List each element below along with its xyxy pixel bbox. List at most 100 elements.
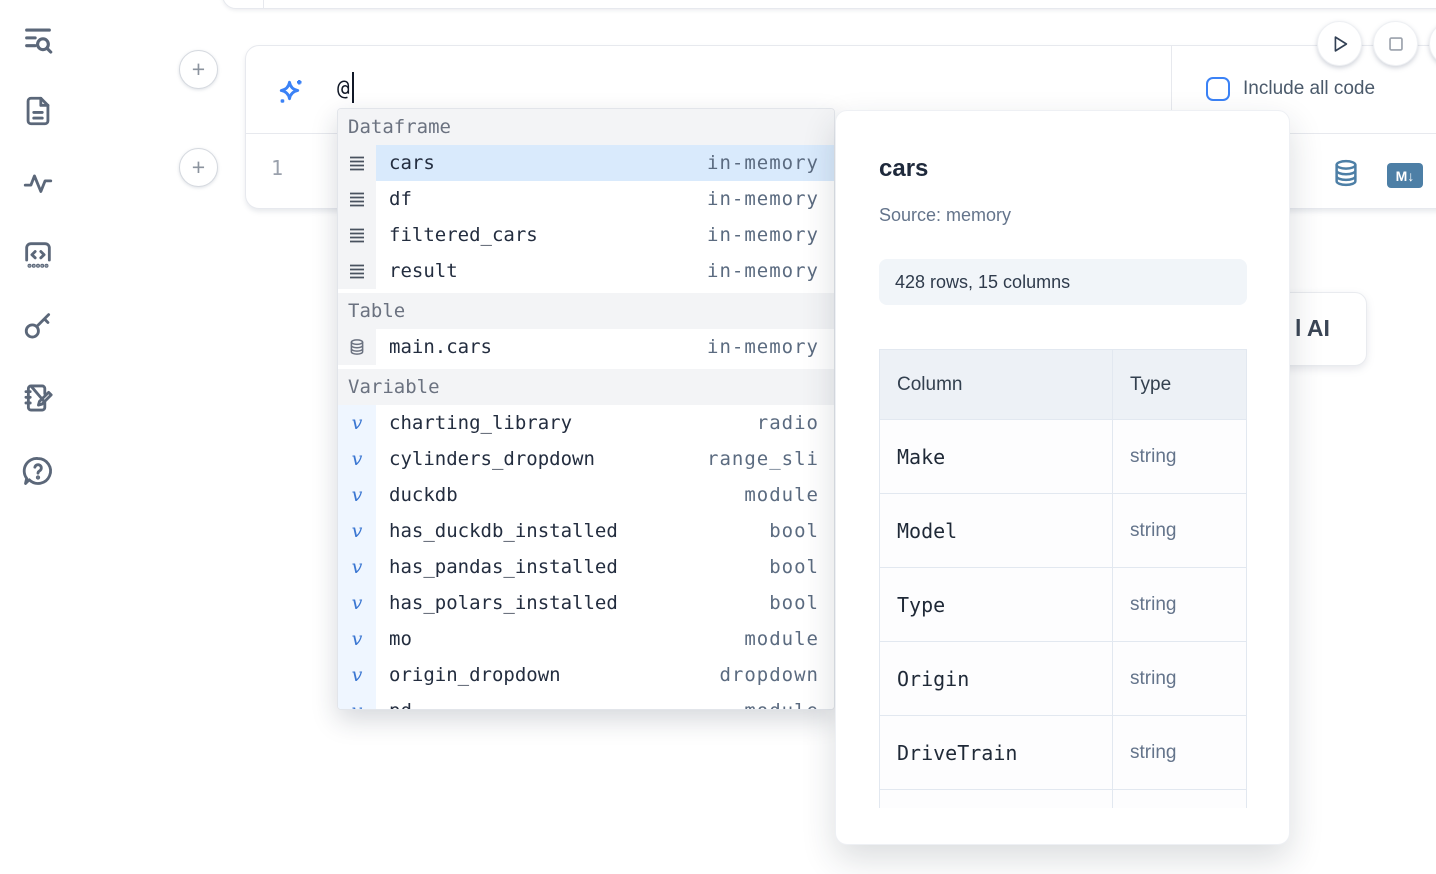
notebook-pen-icon[interactable] <box>18 378 58 418</box>
variable-icon: v <box>338 657 376 693</box>
variable-icon: v <box>338 405 376 441</box>
autocomplete-item-name: has_polars_installed <box>389 592 618 614</box>
variable-icon: v <box>338 693 376 709</box>
autocomplete-item-type: in-memory <box>707 336 819 358</box>
autocomplete-item-type: module <box>744 700 819 709</box>
autocomplete-item-type: module <box>744 628 819 650</box>
variable-icon: v <box>338 441 376 477</box>
schema-column-name: Make <box>879 419 1113 494</box>
autocomplete-item-cars[interactable]: cars in-memory <box>338 145 834 181</box>
schema-column-name <box>879 789 1113 808</box>
dataframe-icon <box>338 145 376 181</box>
schema-column-type: string <box>1112 567 1247 642</box>
autocomplete-item-has_duckdb_installed[interactable]: v has_duckdb_installed bool <box>338 513 834 549</box>
autocomplete-item-name: main.cars <box>389 336 492 358</box>
schema-column-name: Model <box>879 493 1113 568</box>
autocomplete-item-name: duckdb <box>389 484 458 506</box>
table-icon <box>338 329 376 365</box>
dataframe-preview-panel: cars Source: memory 428 rows, 15 columns… <box>835 110 1290 845</box>
autocomplete-item-name: origin_dropdown <box>389 664 561 686</box>
schema-column-name: DriveTrain <box>879 715 1113 790</box>
markdown-convert-icon[interactable]: M↓ <box>1387 163 1423 188</box>
activity-icon[interactable] <box>18 163 58 203</box>
autocomplete-item-type: in-memory <box>707 260 819 282</box>
schema-row <box>879 789 1247 808</box>
key-icon[interactable] <box>18 306 58 346</box>
autocomplete-item-result[interactable]: result in-memory <box>338 253 834 289</box>
dataframe-icon <box>338 181 376 217</box>
code-editor-row[interactable]: 1 M↓ <box>246 134 1436 209</box>
code-cell-icon[interactable] <box>18 235 58 275</box>
autocomplete-item-pd[interactable]: v pd module <box>338 693 834 709</box>
include-all-code-label: Include all code <box>1243 78 1376 99</box>
autocomplete-item-charting_library[interactable]: v charting_library radio <box>338 405 834 441</box>
prompt-divider <box>1171 46 1172 134</box>
ai-sparkle-icon <box>273 74 309 115</box>
autocomplete-item-main.cars[interactable]: main.cars in-memory <box>338 329 834 365</box>
ai-prompt-input[interactable]: @ <box>337 76 350 100</box>
autocomplete-item-has_polars_installed[interactable]: v has_polars_installed bool <box>338 585 834 621</box>
variable-icon: v <box>338 585 376 621</box>
dataframe-icon <box>338 217 376 253</box>
add-cell-below-button[interactable]: + <box>179 148 218 187</box>
variable-icon: v <box>338 513 376 549</box>
database-convert-icon[interactable] <box>1331 158 1361 193</box>
schema-column-type: string <box>1112 493 1247 568</box>
schema-column-name: Origin <box>879 641 1113 716</box>
autocomplete-item-name: df <box>389 188 412 210</box>
preview-title: cars <box>879 155 929 182</box>
schema-header-type: Type <box>1112 349 1247 420</box>
autocomplete-item-type: in-memory <box>707 152 819 174</box>
autocomplete-item-name: result <box>389 260 458 282</box>
autocomplete-item-name: charting_library <box>389 412 573 434</box>
help-chat-icon[interactable] <box>18 451 58 491</box>
autocomplete-item-name: cylinders_dropdown <box>389 448 595 470</box>
autocomplete-item-name: has_duckdb_installed <box>389 520 618 542</box>
autocomplete-section-header: Dataframe <box>338 109 834 145</box>
autocomplete-item-name: filtered_cars <box>389 224 538 246</box>
autocomplete-item-type: radio <box>756 412 819 434</box>
dataframe-icon <box>338 253 376 289</box>
autocomplete-item-name: mo <box>389 628 412 650</box>
text-cursor <box>352 72 354 103</box>
autocomplete-item-name: pd <box>389 700 412 709</box>
autocomplete-item-name: cars <box>389 152 435 174</box>
schema-column-type <box>1112 789 1247 808</box>
autocomplete-item-type: dropdown <box>719 664 819 686</box>
preview-source: Source: memory <box>879 205 1012 225</box>
previous-cell-edge <box>222 0 1436 9</box>
autocomplete-section-header: Variable <box>338 369 834 405</box>
list-search-icon[interactable] <box>18 20 58 60</box>
previous-cell-gutter-divider <box>263 0 264 8</box>
add-cell-above-button[interactable]: + <box>179 50 218 89</box>
schema-column-type: string <box>1112 715 1247 790</box>
variable-icon: v <box>338 621 376 657</box>
include-all-code-checkbox[interactable] <box>1206 77 1230 101</box>
run-cell-button[interactable] <box>1317 21 1362 66</box>
autocomplete-item-origin_dropdown[interactable]: v origin_dropdown dropdown <box>338 657 834 693</box>
autocomplete-item-type: bool <box>769 592 819 614</box>
schema-header-column: Column <box>879 349 1113 420</box>
autocomplete-item-type: bool <box>769 520 819 542</box>
schema-column-type: string <box>1112 419 1247 494</box>
sidebar <box>14 0 62 874</box>
variable-icon: v <box>338 549 376 585</box>
line-number: 1 <box>271 156 284 180</box>
file-document-icon[interactable] <box>18 91 58 131</box>
autocomplete-item-name: has_pandas_installed <box>389 556 618 578</box>
stop-button[interactable] <box>1373 21 1418 66</box>
